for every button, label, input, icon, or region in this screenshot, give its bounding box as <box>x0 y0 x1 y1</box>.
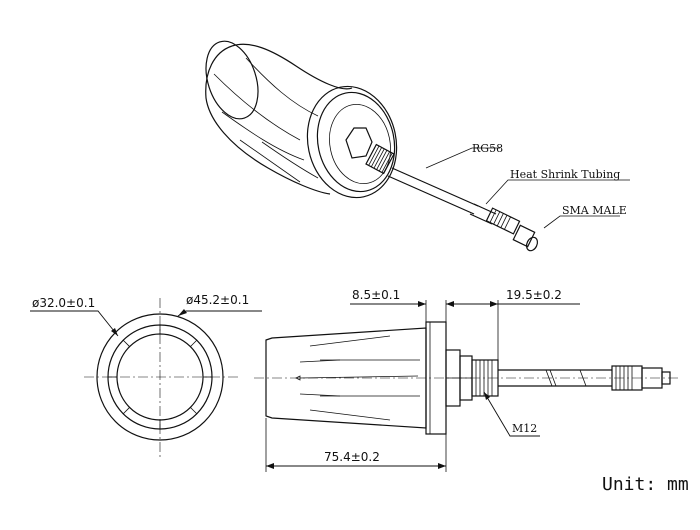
sma-male-label: SMA MALE <box>562 204 627 217</box>
rg58-label: RG58 <box>472 142 503 155</box>
side-view: 8.5±0.1 19.5±0.2 75.4±0.2 M12 <box>254 288 680 472</box>
m12-label: M12 <box>512 422 537 435</box>
isometric-view: RG58 Heat Shrink Tubing SMA MALE <box>205 40 630 252</box>
thread-length-dimension: 19.5±0.2 <box>506 288 562 302</box>
unit-label: Unit: mm <box>602 474 689 495</box>
outer-diameter-dimension: ø45.2±0.1 <box>186 293 249 307</box>
flange-thickness-dimension: 8.5±0.1 <box>352 288 400 302</box>
body-length-dimension: 75.4±0.2 <box>324 450 380 464</box>
inner-diameter-dimension: ø32.0±0.1 <box>32 296 95 310</box>
heat-shrink-label: Heat Shrink Tubing <box>510 168 620 181</box>
end-view: ø32.0±0.1 ø45.2±0.1 <box>30 293 262 458</box>
